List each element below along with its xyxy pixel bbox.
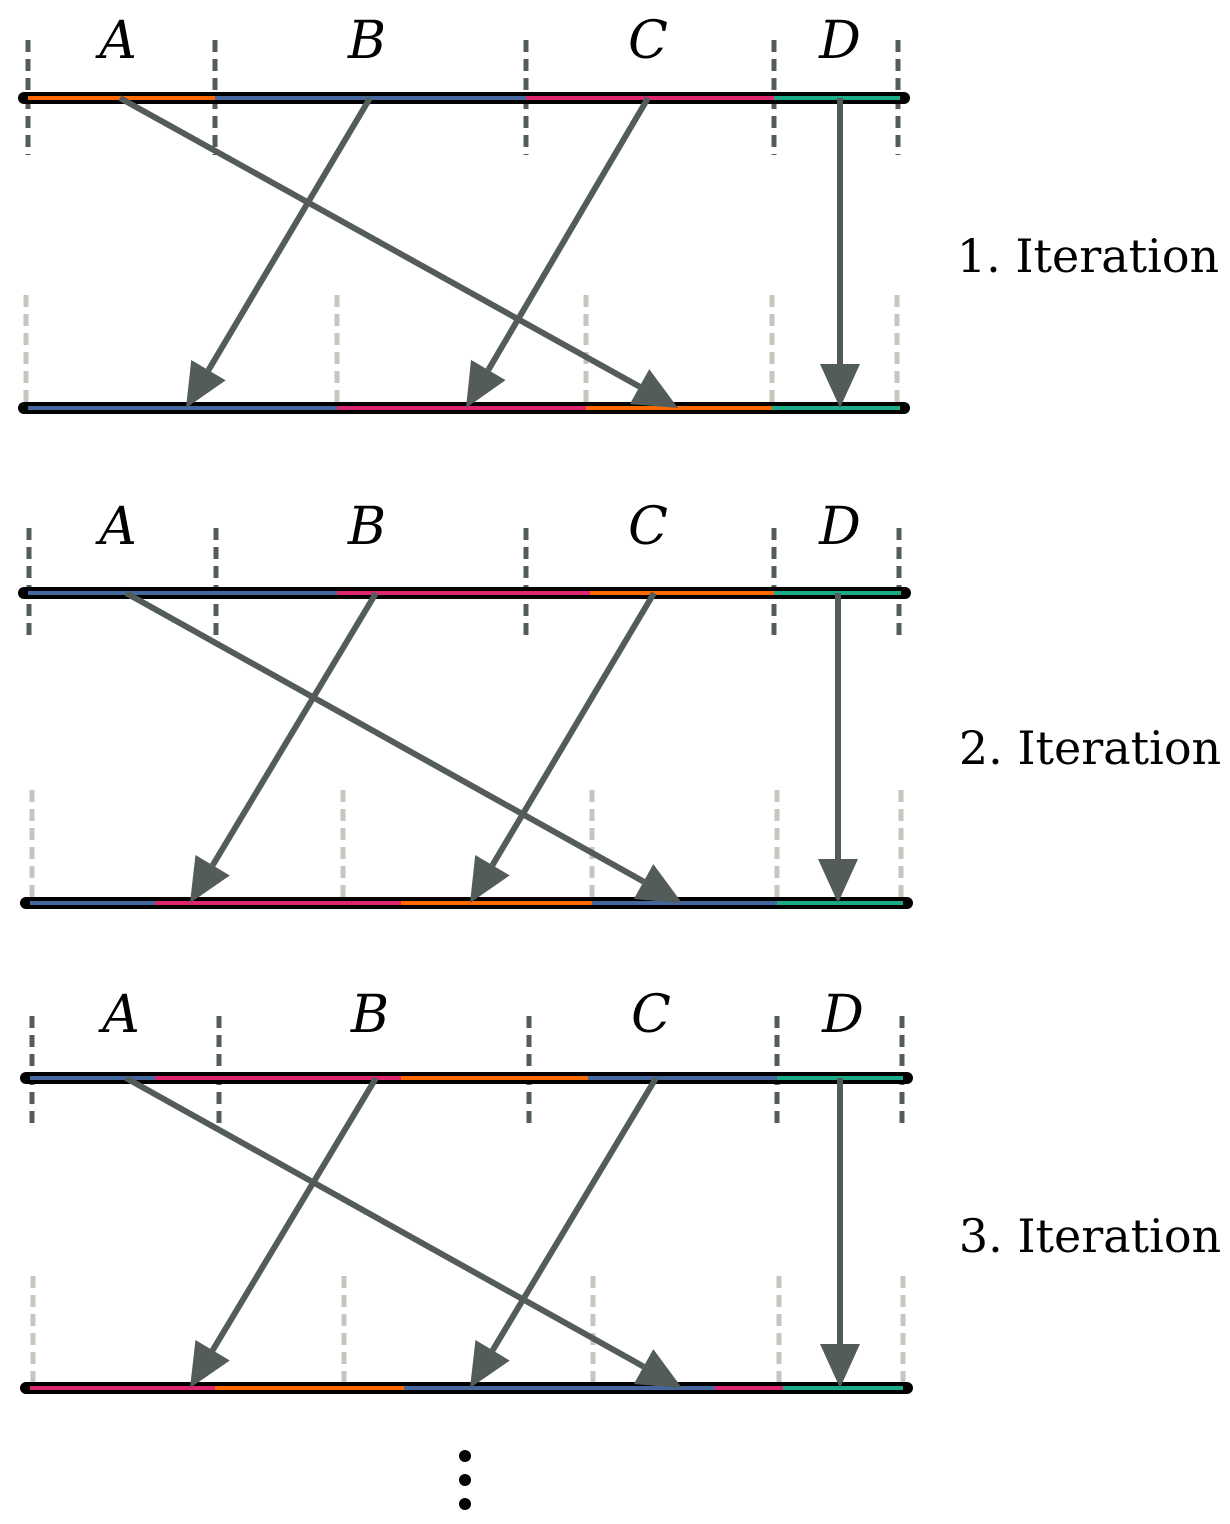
- arrow-head: [186, 359, 226, 408]
- arrow-shaft: [489, 591, 657, 867]
- arrow-head: [629, 369, 678, 408]
- segment-label-d: D: [818, 497, 861, 557]
- arrow-shaft: [118, 95, 641, 390]
- segment-label-c: C: [631, 985, 671, 1045]
- segment-label-a: A: [95, 497, 137, 557]
- arrow-shaft: [124, 590, 646, 885]
- iteration-3: A B C D 3. Iteration: [20, 985, 1221, 1394]
- arrow-head: [820, 364, 860, 408]
- segment-label-c: C: [628, 497, 668, 557]
- segment-label-a: A: [98, 985, 140, 1045]
- iteration-label: 3. Iteration: [959, 1209, 1221, 1263]
- arrow-head: [818, 859, 858, 903]
- arrow-head: [466, 359, 506, 408]
- arrow-head: [820, 1344, 860, 1388]
- bottom-dividers: [29, 790, 904, 903]
- arrow-shaft: [210, 591, 379, 867]
- arrow-head: [190, 854, 230, 903]
- segment-label-a: A: [95, 11, 137, 71]
- segment-label-d: D: [821, 985, 864, 1045]
- arrow-shaft: [205, 96, 373, 372]
- iteration-1: A B C D 1. Iteration: [18, 11, 1219, 414]
- arrow-shaft: [490, 1076, 659, 1352]
- arrow-shaft: [485, 96, 651, 372]
- segment-label-b: B: [347, 497, 386, 557]
- arrows: [124, 1075, 860, 1388]
- segment-label-c: C: [628, 11, 668, 71]
- bottom-dividers: [30, 1276, 906, 1388]
- segment-label-d: D: [818, 11, 861, 71]
- arrow-shaft: [124, 1075, 646, 1370]
- segment-label-b: B: [350, 985, 389, 1045]
- arrow-head: [470, 1339, 510, 1388]
- bottom-dividers: [23, 295, 900, 408]
- segment-label-b: B: [347, 11, 386, 71]
- vertical-ellipsis-icon: [459, 1450, 471, 1510]
- iteration-label: 1. Iteration: [957, 229, 1219, 283]
- top-dividers: [26, 528, 902, 642]
- arrows: [118, 95, 860, 408]
- iteration-2: A B C D 2. Iteration: [18, 497, 1221, 909]
- iteration-label: 2. Iteration: [959, 721, 1221, 775]
- arrow-shaft: [210, 1076, 379, 1352]
- arrow-head: [470, 854, 510, 903]
- arrow-head: [633, 864, 682, 903]
- arrow-head: [633, 1349, 682, 1388]
- arrows: [124, 590, 858, 903]
- arrow-head: [190, 1339, 230, 1388]
